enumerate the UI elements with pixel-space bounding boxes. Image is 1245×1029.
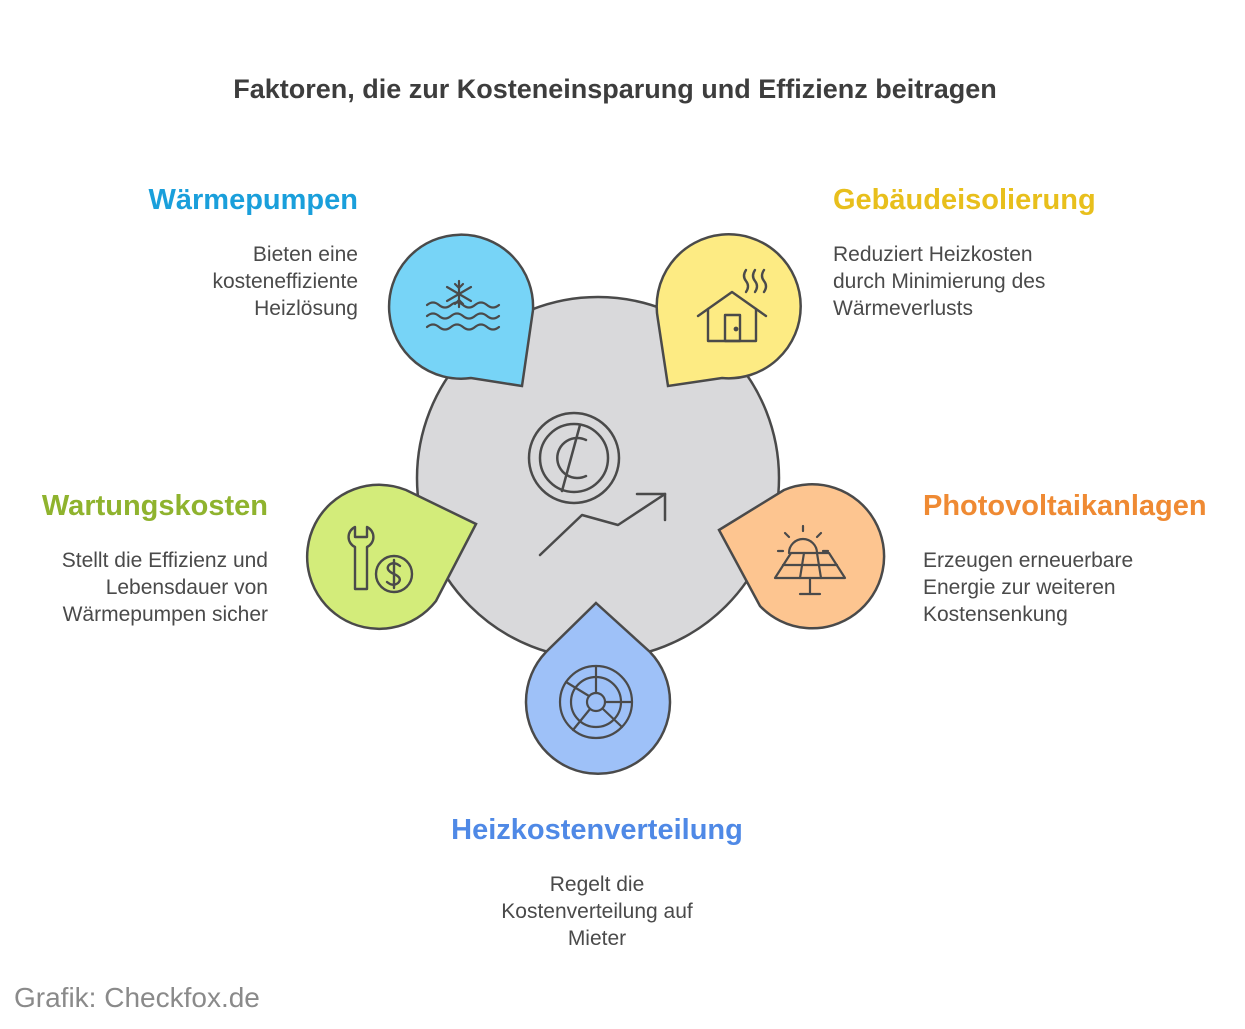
- description-line: Reduziert Heizkosten: [833, 243, 1033, 266]
- description-line: Kostenverteilung auf: [501, 900, 693, 923]
- description-line: kosteneffiziente: [212, 270, 358, 293]
- house-heat-icon: [696, 268, 768, 343]
- diagram-title: Faktoren, die zur Kosteneinsparung und E…: [233, 74, 997, 104]
- gebaeudeisolierung-drop: [655, 233, 802, 388]
- description-line: Lebensdauer von: [105, 576, 268, 599]
- factor-description: Stellt die Effizienz und Lebensdauer von…: [42, 547, 268, 628]
- description-line: Kostensenkung: [923, 603, 1068, 626]
- factor-description: Erzeugen erneuerbare Energie zur weitere…: [923, 547, 1207, 628]
- factor-title: Wartungskosten: [41, 490, 268, 522]
- heizkostenverteilung-drop: [524, 601, 672, 776]
- factor-description: Reduziert Heizkosten durch Minimierung d…: [833, 241, 1096, 322]
- description-line: Heizlösung: [254, 297, 358, 320]
- description-line: Energie zur weiteren: [923, 576, 1116, 599]
- factor-photovoltaik: Photovoltaikanlagen Erzeugen erneuerbare…: [923, 490, 1207, 628]
- factor-title: Heizkostenverteilung: [451, 814, 743, 846]
- description-line: Wärmepumpen sicher: [62, 603, 268, 626]
- factor-title: Gebäudeisolierung: [833, 184, 1096, 216]
- factor-heizkostenverteilung: Heizkostenverteilung Regelt die Kostenve…: [397, 814, 797, 952]
- photovoltaik-drop: [717, 483, 886, 630]
- factor-waermepumpen: Wärmepumpen Bieten eine kosteneffiziente…: [149, 184, 358, 322]
- factor-title: Wärmepumpen: [148, 184, 358, 216]
- pie-chart-icon: [558, 664, 634, 740]
- factor-gebaeudeisolierung: Gebäudeisolierung Reduziert Heizkosten d…: [833, 184, 1096, 322]
- wrench-dollar-icon: [347, 525, 414, 594]
- factor-wartungskosten: Wartungskosten Stellt die Effizienz und …: [42, 490, 268, 628]
- cent-growth-icon: [527, 411, 667, 557]
- wartungskosten-drop: [305, 483, 478, 630]
- description-line: Mieter: [567, 927, 627, 950]
- solar-panel-icon: [773, 524, 847, 596]
- description-line: durch Minimierung des: [833, 270, 1046, 293]
- factor-description: Regelt die Kostenverteilung auf Mieter: [397, 871, 797, 952]
- description-line: Stellt die Effizienz und: [61, 549, 268, 572]
- snowflake-waves-icon: [425, 279, 501, 331]
- factor-description: Bieten eine kosteneffiziente Heizlösung: [149, 241, 358, 322]
- waermepumpen-drop: [387, 233, 535, 388]
- description-line: Bieten eine: [252, 243, 358, 266]
- source-credit: Grafik: Checkfox.de: [14, 982, 260, 1013]
- description-line: Erzeugen erneuerbare: [923, 549, 1134, 572]
- description-line: Wärmeverlusts: [833, 297, 974, 320]
- description-line: Regelt die: [549, 873, 645, 896]
- factor-title: Photovoltaikanlagen: [923, 490, 1207, 522]
- center-hub: [415, 295, 781, 661]
